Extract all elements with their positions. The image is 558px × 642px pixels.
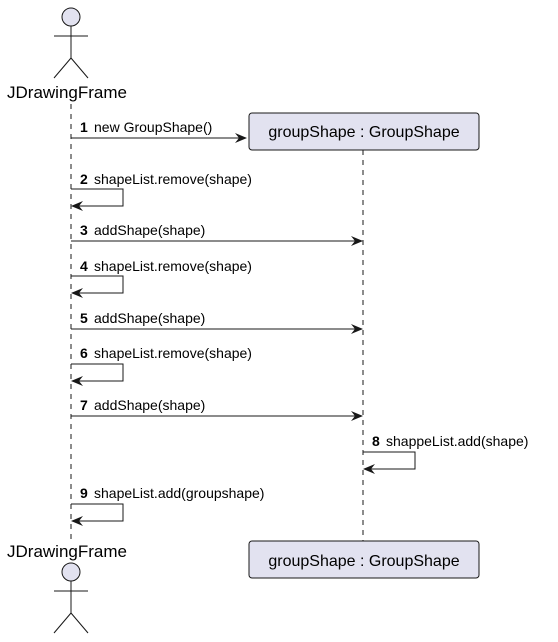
message-9-arrow	[71, 503, 124, 526]
message-6-text: shapeList.remove(shape)	[94, 345, 252, 361]
participant-top-label: groupShape : GroupShape	[268, 124, 459, 141]
message-5-number: 5	[80, 310, 88, 326]
message-4-arrow	[71, 275, 124, 298]
message-1: 1 new GroupShape()	[71, 119, 247, 143]
participant-bottom-label: groupShape : GroupShape	[268, 553, 459, 570]
message-3-text: addShape(shape)	[94, 222, 205, 238]
message-8-arrow	[363, 451, 416, 474]
message-7-text: addShape(shape)	[94, 397, 205, 413]
message-5: 5 addShape(shape)	[71, 310, 363, 334]
message-6-arrow	[71, 363, 124, 386]
message-4-text: shapeList.remove(shape)	[94, 258, 252, 274]
message-9: 9 shapeList.add(groupshape)	[71, 485, 264, 526]
message-1-text: new GroupShape()	[94, 119, 212, 135]
message-4: 4 shapeList.remove(shape)	[71, 258, 252, 298]
message-6: 6 shapeList.remove(shape)	[71, 345, 252, 386]
message-2-text: shapeList.remove(shape)	[94, 171, 252, 187]
message-6-number: 6	[80, 345, 88, 361]
message-7-number: 7	[80, 397, 88, 413]
actor-top: JDrawingFrame	[7, 7, 127, 102]
message-8-text: shappeList.add(shape)	[386, 433, 528, 449]
actor-top-label: JDrawingFrame	[7, 83, 127, 102]
message-3-number: 3	[80, 222, 88, 238]
message-2-arrow	[71, 188, 124, 211]
message-8-number: 8	[372, 433, 380, 449]
participant-bottom: groupShape : GroupShape	[248, 540, 480, 579]
message-9-text: shapeList.add(groupshape)	[94, 485, 264, 501]
message-4-number: 4	[80, 258, 88, 274]
message-8: 8 shappeList.add(shape)	[363, 433, 528, 474]
actor-bottom-label: JDrawingFrame	[7, 542, 127, 561]
participant-top: groupShape : GroupShape	[248, 112, 480, 151]
message-7: 7 addShape(shape)	[71, 397, 363, 421]
message-9-number: 9	[80, 485, 88, 501]
participant-top-box	[248, 112, 480, 151]
message-1-number: 1	[80, 119, 88, 135]
actor-bottom: JDrawingFrame	[7, 542, 127, 634]
message-3: 3 addShape(shape)	[71, 222, 363, 246]
message-2-number: 2	[80, 171, 88, 187]
message-2: 2 shapeList.remove(shape)	[71, 171, 252, 211]
participant-bottom-box	[248, 540, 480, 579]
actor-bottom-figure-icon	[53, 562, 89, 634]
actor-top-figure-icon	[53, 7, 89, 79]
message-5-text: addShape(shape)	[94, 310, 205, 326]
